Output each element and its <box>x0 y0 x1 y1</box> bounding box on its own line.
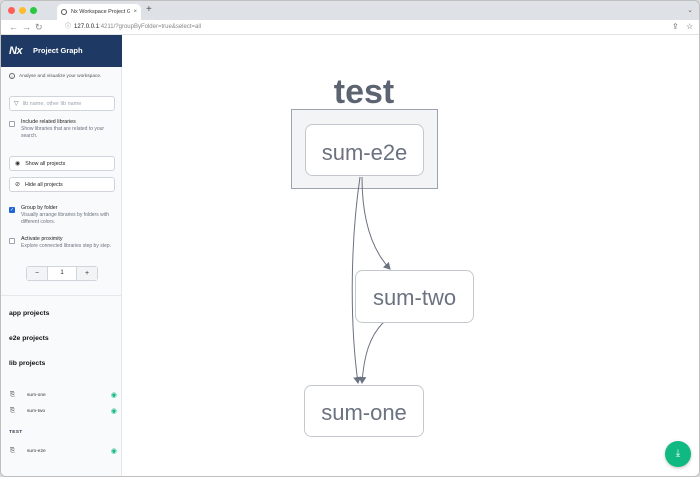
group-by-folder-description: Visually arrange libraries by folders wi… <box>21 212 110 225</box>
eye-off-icon: ⊘ <box>15 182 21 188</box>
app-projects-heading: app projects <box>9 310 50 317</box>
eye-icon[interactable]: ◉ <box>110 407 117 415</box>
minimize-window-button[interactable] <box>19 7 26 14</box>
library-icon: ⎘ <box>10 391 15 398</box>
project-name: sum-one <box>27 392 46 398</box>
new-tab-button[interactable]: + <box>146 4 152 15</box>
library-icon: ⎘ <box>10 447 15 454</box>
browser-tab[interactable]: Nx Workspace Project Graph × <box>57 4 141 20</box>
project-graph: test sum-e2e sum-two sum-one <box>291 73 474 437</box>
url-path: :4211/?groupByFolder=true&select=all <box>99 24 201 30</box>
reload-button[interactable]: ↻ <box>35 22 43 32</box>
forward-button[interactable]: → <box>22 22 31 32</box>
node-sum-e2e[interactable]: sum-e2e <box>305 124 424 176</box>
maximize-window-button[interactable] <box>30 7 37 14</box>
increment-button[interactable]: + <box>77 267 97 280</box>
tab-close-icon[interactable]: × <box>133 9 137 15</box>
info-text: i Analyse and visualize your workspace. <box>9 73 101 79</box>
url-host: 127.0.0.1 <box>74 24 100 30</box>
lib-projects-heading: lib projects <box>9 360 46 367</box>
group-by-folder-label: Group by folder <box>21 205 58 211</box>
eye-icon[interactable]: ◉ <box>110 391 117 399</box>
info-label: Analyse and visualize your workspace. <box>19 73 102 79</box>
include-related-description: Show libraries that are related to your … <box>21 126 105 139</box>
bookmark-star-icon[interactable]: ☆ <box>686 22 694 31</box>
folder-heading-test: TEST <box>9 430 23 435</box>
activate-proximity-checkbox[interactable] <box>9 238 15 244</box>
proximity-value[interactable]: 1 <box>47 267 77 280</box>
project-item-sum-two[interactable]: ⎘ sum-two ◉ <box>9 406 117 416</box>
filter-icon: ▽ <box>14 101 19 107</box>
project-name: sum-e2e <box>27 448 46 454</box>
node-label: sum-one <box>321 400 407 425</box>
decrement-button[interactable]: − <box>27 267 47 280</box>
proximity-stepper: − 1 + <box>26 266 98 281</box>
divider <box>1 295 122 296</box>
node-label: sum-two <box>373 285 456 310</box>
hide-all-label: Hide all projects <box>25 181 63 188</box>
eye-icon: ◉ <box>15 161 21 167</box>
tab-bar: Nx Workspace Project Graph × + ⌄ <box>1 1 699 20</box>
nx-logo: Nx <box>9 45 23 57</box>
node-label: sum-e2e <box>322 140 408 165</box>
close-window-button[interactable] <box>8 7 15 14</box>
graph-canvas[interactable]: test sum-e2e sum-two sum-one <box>122 35 699 476</box>
project-item-sum-one[interactable]: ⎘ sum-one ◉ <box>9 390 117 400</box>
show-all-label: Show all projects <box>25 160 66 167</box>
show-all-projects-button[interactable]: ◉ Show all projects <box>9 156 115 171</box>
info-icon: i <box>9 73 15 79</box>
edge-e2e-to-one <box>351 176 362 384</box>
group-by-folder-checkbox[interactable]: ✓ <box>9 207 15 213</box>
activate-proximity-description: Explore connected libraries step by step… <box>21 243 112 249</box>
edge-two-to-one <box>358 321 385 384</box>
node-sum-two[interactable]: sum-two <box>355 270 474 323</box>
include-related-checkbox[interactable] <box>9 121 15 127</box>
favicon-icon <box>61 9 67 15</box>
tab-search-chevron-icon[interactable]: ⌄ <box>687 7 693 14</box>
sidebar-title: Project Graph <box>33 46 83 55</box>
activate-proximity-label: Activate proximity <box>21 236 63 242</box>
hide-all-projects-button[interactable]: ⊘ Hide all projects <box>9 177 115 192</box>
download-button[interactable]: ⤓ <box>665 441 691 467</box>
tab-title: Nx Workspace Project Graph <box>71 9 130 15</box>
search-box: ▽ <box>9 96 115 111</box>
folder-group-label: test <box>334 73 394 111</box>
sidebar-header: Nx Project Graph <box>1 35 122 67</box>
eye-icon[interactable]: ◉ <box>110 447 117 455</box>
back-button[interactable]: ← <box>9 22 18 32</box>
download-icon: ⤓ <box>675 448 681 459</box>
include-related-label: Include related libraries <box>21 119 76 125</box>
sidebar: Nx Project Graph i Analyse and visualize… <box>1 35 122 476</box>
project-name: sum-two <box>27 408 46 414</box>
e2e-projects-heading: e2e projects <box>9 335 49 342</box>
search-input[interactable] <box>22 100 113 107</box>
project-item-sum-e2e[interactable]: ⎘ sum-e2e ◉ <box>9 446 117 456</box>
edge-e2e-to-two <box>361 176 391 270</box>
site-info-icon[interactable]: ⓘ <box>65 24 72 30</box>
node-sum-one[interactable]: sum-one <box>304 385 424 437</box>
share-icon[interactable]: ⇪ <box>672 22 679 31</box>
library-icon: ⎘ <box>10 407 15 414</box>
